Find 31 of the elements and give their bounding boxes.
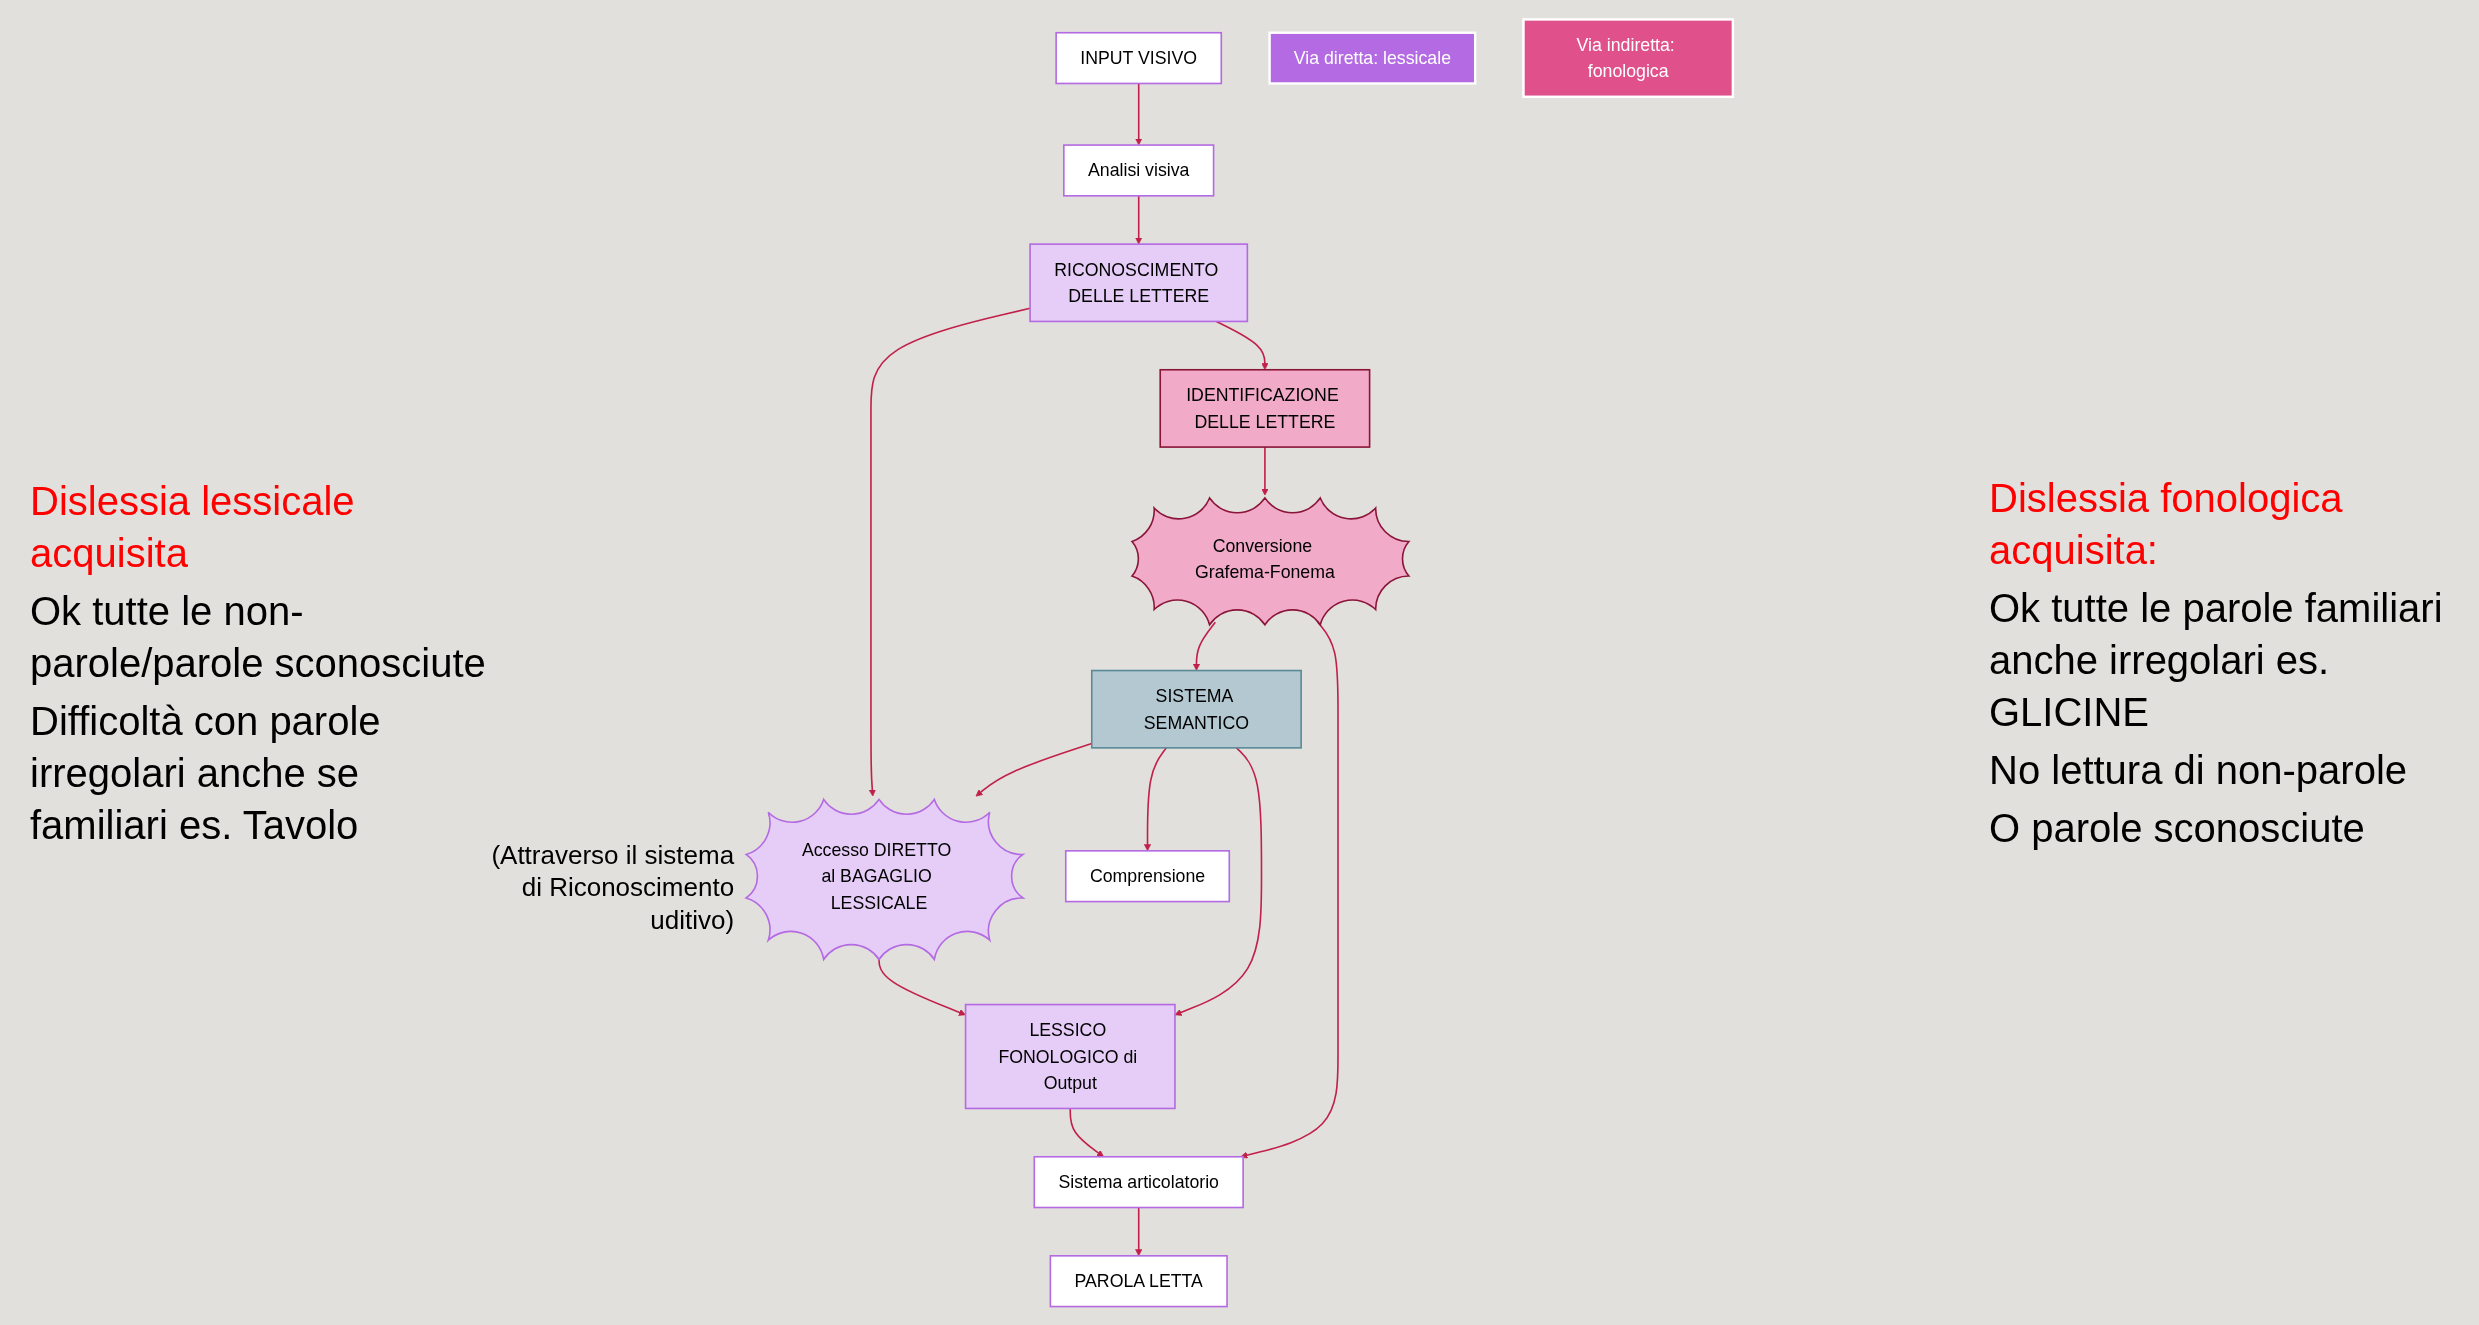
note-text: Ok tutte le parole familiari anche irregolari es. GLICINE — [1989, 584, 2444, 736]
node-box: Via diretta: lessicale — [1268, 31, 1477, 85]
arrow — [1143, 746, 1168, 851]
arrow — [1069, 1107, 1104, 1157]
note-text: No lettura di non-parole — [1989, 746, 2409, 794]
node-box: PAROLA LETTA — [1049, 1254, 1228, 1307]
node-box: INPUT VISIVO — [1055, 31, 1223, 84]
node-box: Sistema articolatorio — [1033, 1155, 1244, 1208]
node-box: Via indiretta: fonologica — [1522, 17, 1735, 98]
note-heading: Dislessia fonologica acquisita: — [1989, 474, 2344, 574]
note-text: O parole sconosciute — [1989, 804, 2366, 852]
arrow — [868, 306, 1031, 796]
node-box: Comprensione — [1064, 849, 1231, 902]
arrow — [975, 742, 1093, 796]
arrow — [1135, 194, 1143, 244]
node-caption: (Attraverso il sistema di Riconoscimento uditivo) — [490, 838, 735, 937]
note-heading: Dislessia lessicale acquisita — [30, 477, 356, 577]
arrow — [1135, 82, 1143, 145]
arrow — [1174, 746, 1263, 1016]
arrow — [1135, 1206, 1143, 1256]
node-box: Analisi visiva — [1063, 143, 1215, 197]
arrow — [1192, 620, 1217, 671]
arrow — [1215, 320, 1269, 370]
note-text: Difficoltà con parole irregolari anche se familiari es. Tavolo — [30, 697, 382, 849]
arrow — [1240, 620, 1339, 1159]
node-box: SISTEMA SEMANTICO — [1090, 669, 1302, 749]
note-text: Ok tutte le non-parole/parole sconosciute — [30, 587, 487, 687]
node-box: LESSICO FONOLOGICO di Output — [964, 1003, 1176, 1109]
arrow — [1261, 445, 1269, 496]
node-box: RICONOSCIMENTO DELLE LETTERE — [1029, 242, 1249, 322]
node-box: IDENTIFICAZIONE DELLE LETTERE — [1159, 368, 1371, 448]
